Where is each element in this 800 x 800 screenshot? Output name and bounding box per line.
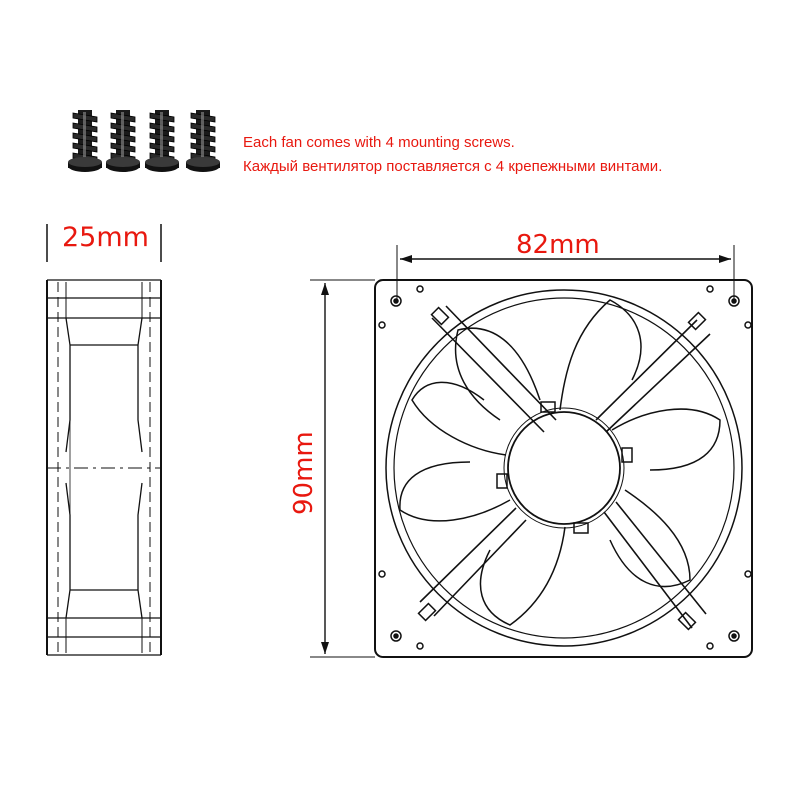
- width-dimension-label: 82mm: [516, 230, 600, 260]
- depth-dimension-label: 25mm: [62, 222, 149, 253]
- caption-english: Each fan comes with 4 mounting screws.: [243, 134, 515, 151]
- screw-icon: [67, 109, 103, 173]
- screw-set: [67, 109, 221, 173]
- screw-icon: [144, 109, 180, 173]
- caption-russian: Каждый вентилятор поставляется с 4 крепе…: [243, 158, 663, 175]
- screw-icon: [105, 109, 141, 173]
- fan-front-view: [310, 245, 753, 658]
- screw-icon: [185, 109, 221, 173]
- height-dimension-label: 90mm: [289, 431, 319, 515]
- fan-side-view: [46, 224, 162, 656]
